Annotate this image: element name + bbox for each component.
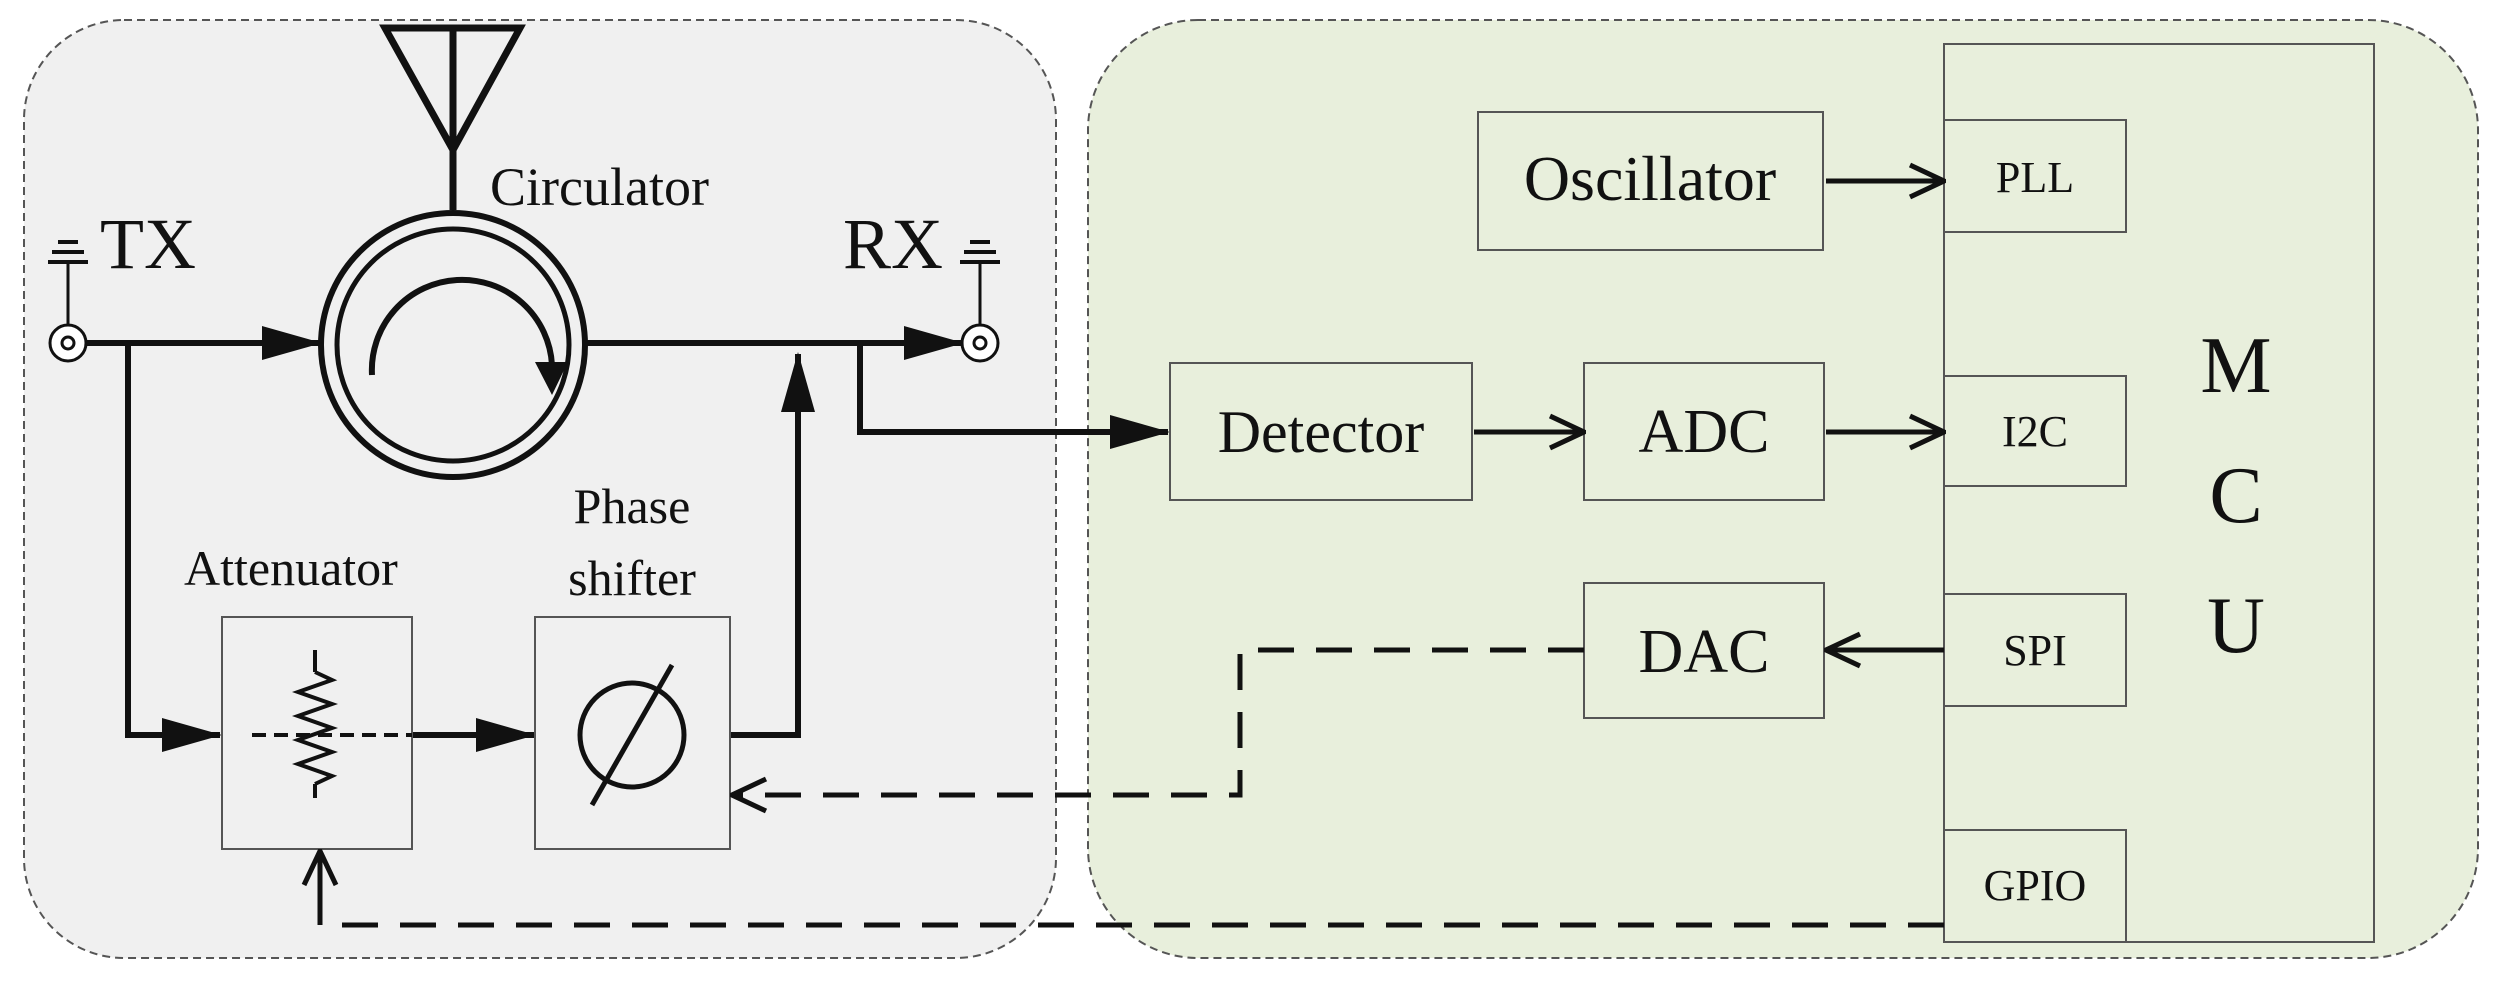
mcu-letter-m: M: [2200, 322, 2271, 410]
detector-label: Detector: [1218, 399, 1425, 465]
antenna-symbol: [379, 24, 526, 210]
dac-block: DAC: [1583, 582, 1825, 719]
i2c-port: I2C: [1943, 375, 2127, 487]
variable-resistor-icon: [252, 650, 412, 798]
gpio-label: GPIO: [1984, 861, 2087, 910]
adc-block: ADC: [1583, 362, 1825, 501]
oscillator-block: Oscillator: [1477, 111, 1824, 251]
adc-label: ADC: [1639, 398, 1770, 466]
spi-port: SPI: [1943, 593, 2127, 707]
pll-label: PLL: [1996, 153, 2074, 202]
attenuator-label: Attenuator: [184, 540, 398, 596]
gpio-port: GPIO: [1943, 829, 2127, 943]
tx-label: TX: [100, 204, 196, 284]
rx-label: RX: [843, 204, 943, 284]
phase-to-coupler-line: [730, 352, 815, 738]
i2c-label: I2C: [2002, 407, 2068, 456]
pll-port: PLL: [1943, 119, 2127, 233]
phase-symbol-icon: [577, 663, 687, 807]
dac-label: DAC: [1639, 618, 1770, 686]
mcu-letter-c: C: [2209, 452, 2262, 540]
phase-shifter-label-line1: Phase: [574, 478, 691, 534]
oscillator-label: Oscillator: [1524, 143, 1776, 214]
detector-block: Detector: [1169, 362, 1473, 501]
phase-shifter-label-line2: shifter: [568, 550, 696, 606]
circulator-label: Circulator: [490, 157, 709, 217]
tx-to-attenuator-line: [125, 343, 222, 752]
spi-label: SPI: [2003, 626, 2067, 675]
coupler-to-detector-line: [857, 343, 1170, 449]
mcu-letter-u: U: [2207, 582, 2265, 670]
dac-to-phase-shifter-line: [732, 647, 1584, 795]
